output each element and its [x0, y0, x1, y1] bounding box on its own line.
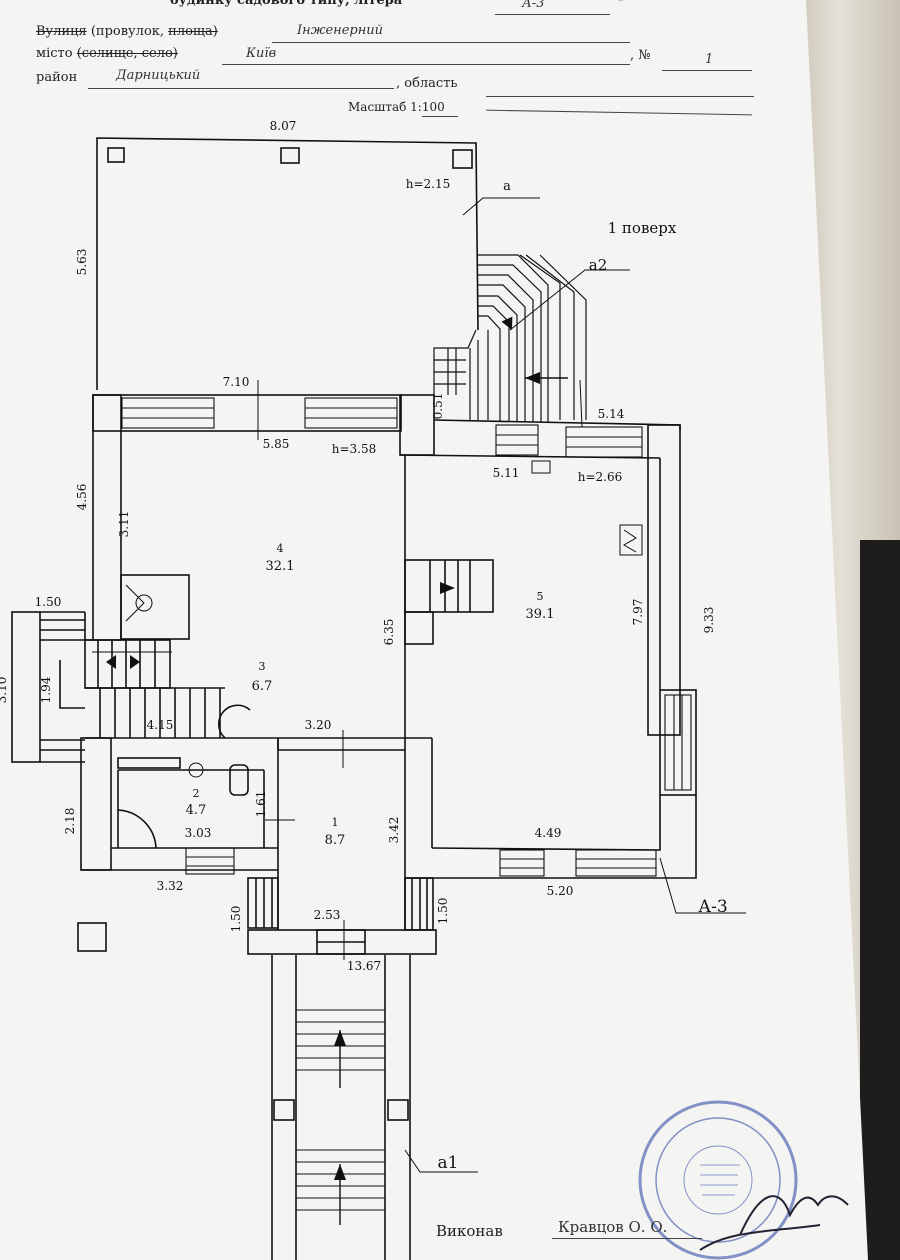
dimension-label: 1.50 [35, 595, 62, 609]
dimension-label: 1.50 [229, 906, 243, 933]
dimension-label: 4.15 [147, 718, 174, 732]
number-value: 1 [705, 52, 714, 67]
room-number: 5 [537, 590, 544, 603]
dimension-label: 3.11 [117, 511, 131, 538]
street-label-strike: Вулиця [36, 24, 87, 39]
dimension-label: 5.14 [598, 407, 625, 421]
signature [699, 1195, 849, 1251]
dimension-label: 3.10 [0, 677, 9, 704]
header-top-line: будинку садового типу, літера “ [170, 0, 414, 8]
height-label: h=3.58 [332, 442, 377, 456]
city-label: місто [36, 46, 73, 61]
city-underline [222, 64, 630, 65]
district-underline [88, 88, 394, 89]
dimension-label: 3.32 [157, 879, 184, 893]
scale-underline [422, 116, 458, 117]
dimension-label: 9.33 [702, 607, 716, 634]
room-number: 1 [332, 816, 339, 829]
dimension-label: 1.61 [254, 791, 268, 818]
letter-label: а1 [438, 1153, 459, 1173]
dimension-label: 6.35 [382, 619, 396, 646]
terrace-post [280, 147, 300, 164]
dimension-label: 2.18 [63, 808, 77, 835]
executor-name: Кравцов О. О. [558, 1218, 668, 1236]
street-value: Інженерний [297, 23, 384, 38]
room-area: 32.1 [266, 559, 295, 574]
district-label: район [36, 70, 78, 85]
terrace-post [452, 149, 473, 169]
region-label: , область [396, 76, 458, 91]
room-area: 4.7 [186, 803, 207, 818]
dimension-label: 13.67 [347, 959, 381, 973]
dimension-label: 3.20 [305, 718, 332, 732]
number-underline [662, 70, 752, 71]
terrace-outline [96, 137, 479, 390]
scale-label: Масштаб 1:100 [348, 100, 445, 114]
letter-label: А-3 [698, 897, 727, 917]
header-object-type: будинку садового типу, літера “ [170, 0, 415, 8]
height-label: h=2.66 [578, 470, 623, 484]
room-number: 2 [193, 787, 200, 800]
north-wall-left [92, 394, 402, 432]
dimension-label: 8.07 [270, 119, 297, 133]
dimension-label: 4.49 [535, 826, 562, 840]
dimension-label: 3.03 [185, 826, 212, 840]
room-area: 8.7 [325, 833, 346, 848]
dimension-label: 2.53 [314, 908, 341, 922]
dimension-label: 5.63 [75, 249, 89, 276]
district-value: Дарницький [116, 68, 201, 83]
dimension-label: 5.20 [547, 884, 574, 898]
street-label-strike2: площа) [168, 24, 218, 39]
dimension-label: 7.97 [631, 599, 645, 626]
number-label: , № [630, 48, 651, 63]
height-label: h=2.15 [406, 177, 451, 191]
region-underline [486, 96, 754, 97]
dimension-label: 1.94 [39, 676, 53, 703]
room-area: 39.1 [526, 607, 555, 622]
city-row: місто (селище, село) [36, 46, 178, 61]
stair-arrow-icon [106, 316, 568, 1225]
executor-underline [552, 1238, 702, 1239]
dimension-label: 0.51 [431, 393, 445, 420]
dimension-label: 5.85 [263, 437, 290, 451]
room-area: 6.7 [252, 679, 273, 694]
terrace-post [107, 147, 125, 163]
stair-a2 [433, 254, 587, 422]
letter-label: а2 [589, 256, 608, 274]
room-number: 3 [259, 660, 266, 673]
litera-underline [495, 14, 610, 15]
litera-value: А-3 [522, 0, 545, 11]
letter-label: а [503, 179, 511, 194]
executed-label: Виконав [436, 1222, 503, 1240]
city-label-strike: (селище, село) [76, 46, 178, 61]
stamp-seal [638, 1100, 798, 1260]
floor-label: 1 поверх [608, 219, 677, 237]
dimension-label: 5.11 [493, 466, 520, 480]
street-label-rest: (провулок, [90, 24, 165, 39]
street-row: Вулиця (провулок, площа) [36, 24, 218, 39]
background-shadow [860, 540, 900, 1260]
litera-close: ” [618, 0, 625, 11]
dimension-label: 4.56 [75, 484, 89, 511]
dimension-label: 7.10 [223, 375, 250, 389]
dimension-label: 1.50 [436, 898, 450, 925]
room-number: 4 [277, 542, 284, 555]
city-value: Київ [246, 46, 277, 61]
dimension-label: 3.42 [387, 817, 401, 844]
street-underline [272, 42, 630, 43]
